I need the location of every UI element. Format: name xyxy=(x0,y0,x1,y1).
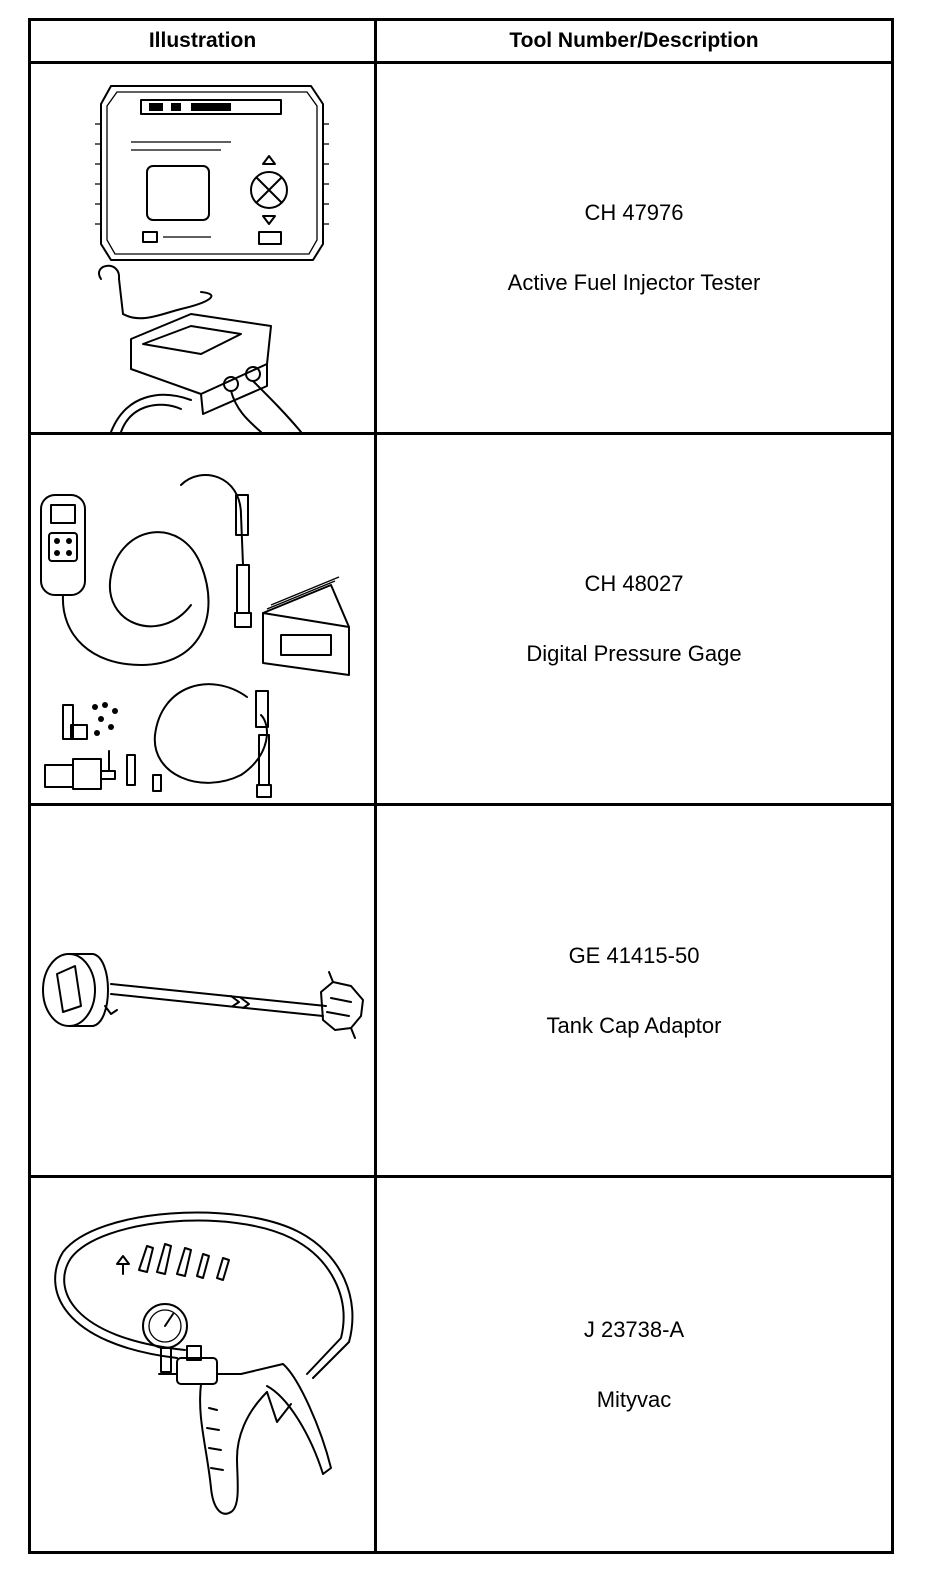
tool-number: J 23738-A xyxy=(583,1316,685,1342)
row-divider xyxy=(31,803,891,806)
header-illustration: Illustration xyxy=(148,29,257,52)
tank-cap-adaptor-icon xyxy=(42,953,364,1039)
illustration-cell xyxy=(31,435,374,803)
tool-cell: CH 47976 Active Fuel Injector Tester xyxy=(377,64,891,432)
tool-description: Tank Cap Adaptor xyxy=(546,1012,722,1038)
tool-description: Mityvac xyxy=(596,1386,672,1412)
tool-number: GE 41415-50 xyxy=(568,942,700,968)
illustration-cell xyxy=(31,1178,374,1551)
tool-cell: CH 48027 Digital Pressure Gage xyxy=(377,435,891,803)
tool-number: CH 48027 xyxy=(584,571,684,596)
fuel-injector-tester-icon xyxy=(95,85,329,432)
header-tool-number-description: Tool Number/Description xyxy=(509,29,759,52)
illustration-cell xyxy=(31,806,374,1175)
tool-description: Active Fuel Injector Tester xyxy=(507,270,761,295)
tool-table: Illustration Tool Number/Description xyxy=(28,18,894,1554)
tool-cell: GE 41415-50 Tank Cap Adaptor xyxy=(377,806,891,1175)
digital-pressure-gage-icon xyxy=(40,474,350,798)
tool-description: Digital Pressure Gage xyxy=(526,641,742,666)
row-divider xyxy=(31,61,891,64)
tool-number: CH 47976 xyxy=(584,200,684,225)
tool-cell: J 23738-A Mityvac xyxy=(377,1178,891,1551)
row-divider xyxy=(31,432,891,435)
mityvac-icon xyxy=(54,1211,354,1515)
row-divider xyxy=(31,1175,891,1178)
column-divider xyxy=(374,21,377,1551)
illustration-cell xyxy=(31,64,374,432)
